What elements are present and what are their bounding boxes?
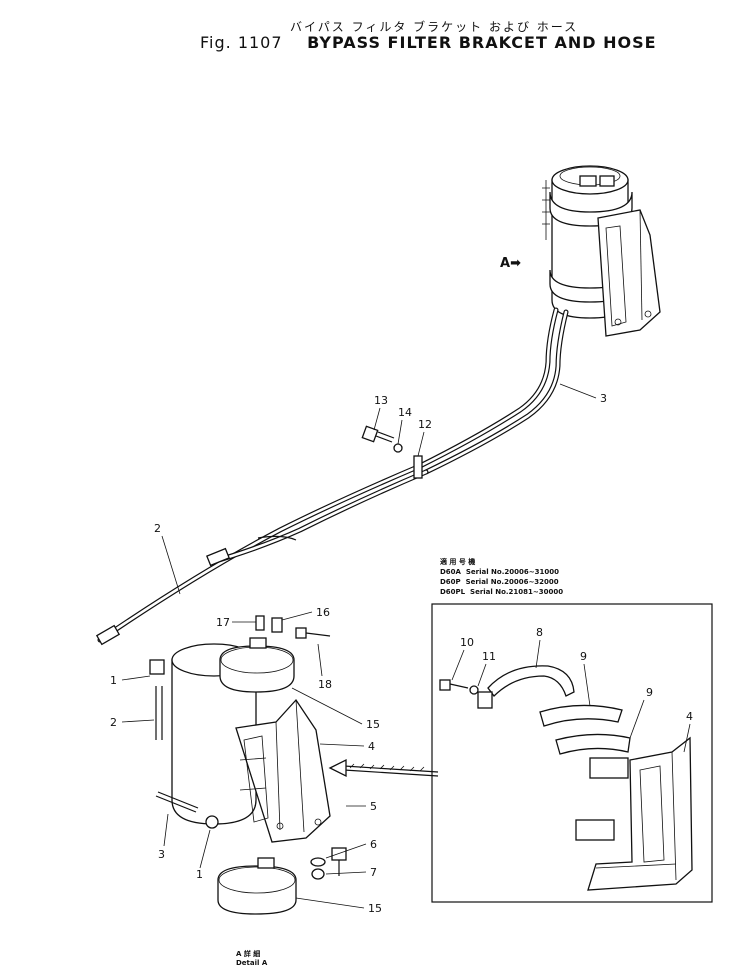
callout-12: 12 xyxy=(418,418,432,431)
callout-7: 7 xyxy=(370,866,377,879)
figure-number: Fig. 1107 xyxy=(200,33,283,52)
arrow-right-icon: ➡ xyxy=(510,256,521,271)
figure-title: Fig. 1107 BYPASS FILTER BRAKCET AND HOSE xyxy=(200,33,657,52)
applicability-row: D60A Serial No.20006~31000 xyxy=(440,568,559,576)
callout-17: 17 xyxy=(216,616,230,629)
callout-4a: 4 xyxy=(368,740,375,753)
callout-4b: 4 xyxy=(686,710,693,723)
lower-filter-assembly xyxy=(149,615,347,915)
english-title: BYPASS FILTER BRAKCET AND HOSE xyxy=(307,33,657,52)
callout-16: 16 xyxy=(316,606,330,619)
callout-1a: 1 xyxy=(110,674,117,687)
callout-2b: 2 xyxy=(154,522,161,535)
callout-3b: 3 xyxy=(158,848,165,861)
detail-caption-jp: A 詳 細 xyxy=(236,950,261,958)
callout-3a: 3 xyxy=(600,392,607,405)
callout-labels: 1 2 3 1 2 3 4 5 6 7 12 13 14 15 xyxy=(110,383,693,915)
callout-13: 13 xyxy=(374,394,388,407)
applicability-row: D60PL Serial No.21081~30000 xyxy=(440,588,564,596)
callout-11: 11 xyxy=(482,650,496,663)
callout-10: 10 xyxy=(460,636,474,649)
applicability-row: D60P Serial No.20006~32000 xyxy=(440,578,559,586)
clamp-12 xyxy=(413,455,423,479)
applicability-heading: 適 用 号 機 xyxy=(440,558,476,566)
callout-6: 6 xyxy=(370,838,377,851)
callout-14: 14 xyxy=(398,406,412,419)
callout-5: 5 xyxy=(370,800,377,813)
callout-15b: 15 xyxy=(368,902,382,915)
upper-filter-assembly xyxy=(542,165,661,337)
hose-3 xyxy=(417,307,569,475)
detail-caption-en: Detail A xyxy=(236,959,268,967)
detail-a-frame xyxy=(328,603,713,903)
detail-a-contents xyxy=(439,665,693,891)
callout-2a: 2 xyxy=(110,716,117,729)
bolt-13 xyxy=(361,425,403,453)
applicability-table: 適 用 号 機 D60A Serial No.20006~31000 D60P … xyxy=(440,557,563,597)
callout-9a: 9 xyxy=(580,650,587,663)
callout-1b: 1 xyxy=(196,868,203,881)
japanese-title: バイパス フィルタ ブラケット および ホース xyxy=(290,20,579,34)
callout-18: 18 xyxy=(318,678,332,691)
callout-9b: 9 xyxy=(646,686,653,699)
view-arrow-label: A➡ xyxy=(500,256,521,271)
detail-caption: A 詳 細 Detail A xyxy=(236,950,267,968)
hose-2 xyxy=(95,463,429,646)
callout-8: 8 xyxy=(536,626,543,639)
callout-15a: 15 xyxy=(366,718,380,731)
